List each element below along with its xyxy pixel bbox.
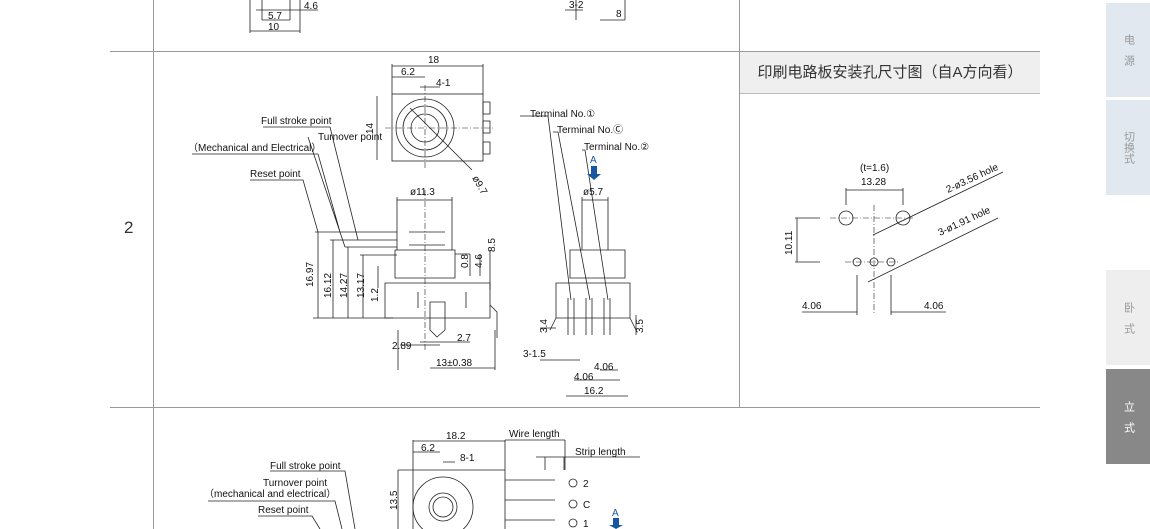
dim-label: 8-1 <box>460 453 475 464</box>
top-fragment-drawing: 4.6 5.7 10 3-2 8 <box>249 0 626 33</box>
dim-label: 3.5 <box>635 319 646 333</box>
dim-label: 18 <box>428 55 440 66</box>
dim-label: 3.4 <box>539 319 550 333</box>
direction-a-label: A <box>612 508 619 519</box>
dim-label: 18.2 <box>446 431 466 442</box>
dim-label: 3-1.5 <box>523 349 546 360</box>
sidebar-item-switch[interactable]: 切换式 <box>1106 100 1150 195</box>
dim-label: 6.2 <box>401 67 415 78</box>
sidebar-item-label: 切换式 <box>1122 131 1135 164</box>
dim-label: ø9.7 <box>469 174 489 197</box>
turnover-label: Turnover point <box>263 478 327 489</box>
sidebar-item-label: 立式 <box>1122 400 1135 443</box>
thickness-label: (t=1.6) <box>860 163 889 174</box>
dim-label: 8.5 <box>487 238 498 252</box>
dim-label: 4.06 <box>924 301 944 312</box>
strip-length-label: Strip length <box>575 447 626 458</box>
row-divider <box>110 51 1040 52</box>
arrow-down-icon <box>587 166 601 180</box>
sidebar-item-horizontal[interactable]: 卧式 <box>1106 270 1150 365</box>
direction-a-label: A <box>590 155 597 166</box>
wire-length-label: Wire length <box>509 429 560 440</box>
dim-label: 5.7 <box>268 11 282 22</box>
reset-label: Reset point <box>258 505 309 516</box>
switch-side-view <box>192 126 498 370</box>
full-stroke-label: Full stroke point <box>261 116 332 127</box>
sidebar-item-vertical[interactable]: 立式 <box>1106 369 1150 464</box>
turnover-label: Turnover point <box>318 132 382 143</box>
reset-label: Reset point <box>250 169 301 180</box>
mech-elec-label: （Mechanical and Electrical） <box>188 142 321 154</box>
terminal-2-label: Terminal No.② <box>584 142 649 153</box>
hole-label: 3-ø1.91 hole <box>937 205 993 239</box>
wired-switch-drawing <box>208 439 640 529</box>
dim-label: 8 <box>616 9 622 20</box>
mech-elec-label: （mechanical and electrical） <box>204 488 336 500</box>
dim-label: 13.17 <box>356 273 367 298</box>
switch-front-view <box>520 115 637 397</box>
sidebar-item-power[interactable]: 电源 <box>1106 3 1150 97</box>
dim-label: 16.2 <box>584 386 604 397</box>
dim-label: 16.97 <box>305 262 316 287</box>
terminal-label: C <box>583 500 590 511</box>
pcb-hole-drawing <box>795 171 1004 315</box>
dim-label: 10.11 <box>784 230 795 255</box>
technical-drawings: 4.6 5.7 10 3-2 8 18 6.2 4-1 14 ø9.7 Full… <box>188 0 1004 529</box>
terminal-label: 1 <box>583 519 589 529</box>
pcb-hole-header: 印刷电路板安装孔尺寸图（自A方向看） <box>740 52 1040 94</box>
dim-label: 10 <box>268 22 280 33</box>
dim-label: 14.27 <box>339 273 350 298</box>
dim-label: 14 <box>365 122 376 134</box>
dim-label: 1.2 <box>370 288 381 302</box>
dim-label: ø11.3 <box>410 187 435 198</box>
dim-label: 4.06 <box>594 362 614 373</box>
dim-label: 13.28 <box>861 177 886 188</box>
column-divider <box>153 0 154 529</box>
sidebar-item-label: 卧式 <box>1122 301 1135 344</box>
dim-label: 13±0.38 <box>436 358 473 369</box>
column-divider <box>739 0 740 407</box>
terminal-1-label: Terminal No.① <box>530 109 595 120</box>
switch-top-view <box>376 64 495 171</box>
dim-label: 4.6 <box>304 1 318 12</box>
dim-label: 3-2 <box>569 0 584 11</box>
terminal-label: 2 <box>583 479 589 490</box>
sidebar-item-label: 电源 <box>1122 34 1135 76</box>
full-stroke-label: Full stroke point <box>270 461 341 472</box>
dim-label: 2.7 <box>457 333 471 344</box>
dim-label: 4-1 <box>436 78 451 89</box>
dim-label: 6.2 <box>421 443 435 454</box>
dim-label: 4.06 <box>802 301 822 312</box>
dim-label: 16.12 <box>323 273 334 298</box>
dim-label: 2.89 <box>392 341 412 352</box>
dim-label: ø5.7 <box>583 187 603 198</box>
arrow-down-icon <box>609 518 623 529</box>
terminal-c-label: Terminal No.Ⓒ <box>557 124 623 136</box>
dim-label: 13.5 <box>389 490 400 510</box>
row-number: 2 <box>124 218 134 237</box>
row-divider <box>110 407 1040 408</box>
dim-label: 0.8 <box>460 254 471 268</box>
hole-label: 2-ø3.56 hole <box>945 162 1001 196</box>
dim-label: 4.6 <box>474 254 485 268</box>
dim-label: 4.06 <box>574 372 594 383</box>
